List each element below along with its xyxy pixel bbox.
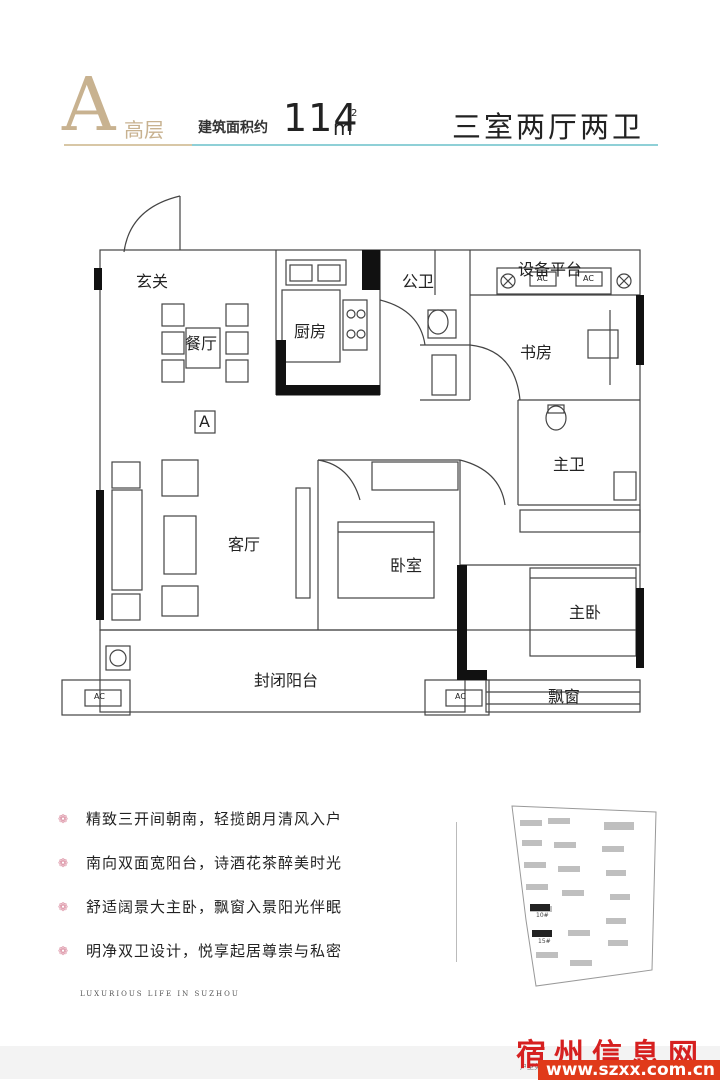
- header-rule-teal: [192, 144, 658, 146]
- feature-4: 明净双卫设计，悦享起居尊崇与私密: [86, 942, 343, 960]
- watermark-url: www.szxx.com.cn: [538, 1060, 720, 1080]
- ac-label-right: AC: [455, 692, 466, 701]
- divider: [456, 822, 457, 962]
- site-plan: [511, 805, 657, 987]
- site-label-15: 15#: [538, 938, 551, 945]
- feature-1: 精致三开间朝南，轻揽朗月清风入户: [86, 810, 343, 828]
- outer-wall: [99, 249, 641, 631]
- tagline: LUXURIOUS LIFE IN SUZHOU: [80, 990, 240, 998]
- bullet-icon: ❁: [58, 856, 69, 870]
- room-study: 书房: [520, 343, 553, 362]
- ac-box-left: [61, 679, 131, 716]
- room-living: 客厅: [228, 535, 261, 554]
- header-rule-gold: [64, 144, 192, 146]
- room-kitchen: 厨房: [294, 322, 327, 341]
- entrance-door-arc: [123, 195, 181, 253]
- room-bedroom: 卧室: [390, 556, 423, 575]
- room-equipment-platform: 设备平台: [518, 260, 583, 279]
- bay-window-outline: [485, 679, 641, 713]
- area-label: 建筑面积约: [198, 120, 268, 136]
- room-master-bedroom: 主卧: [569, 603, 602, 622]
- bullet-icon: ❁: [58, 944, 69, 958]
- room-bay-window: 飘窗: [548, 687, 581, 706]
- ac-label-platform-2: AC: [583, 274, 594, 283]
- room-balcony: 封闭阳台: [254, 671, 319, 690]
- layout-name: 三室两厅两卫: [452, 110, 645, 144]
- ac-label-left: AC: [94, 692, 105, 701]
- bullet-icon: ❁: [58, 900, 69, 914]
- feature-2: 南向双面宽阳台，诗酒花茶醉美时光: [86, 854, 343, 872]
- room-public-bath: 公卫: [402, 272, 435, 291]
- unit-marker: A: [199, 412, 210, 431]
- tier-label: 高层: [124, 118, 164, 142]
- feature-3: 舒适阔景大主卧，飘窗入景阳光伴眠: [86, 898, 343, 916]
- room-dining: 餐厅: [185, 334, 218, 353]
- ac-label-platform-1: AC: [537, 274, 548, 283]
- unit-letter: A: [62, 62, 116, 148]
- site-label-10: 10#: [536, 912, 549, 919]
- area-unit: m: [333, 116, 353, 140]
- bullet-icon: ❁: [58, 812, 69, 826]
- area-unit-superscript: 2: [351, 108, 358, 119]
- room-entrance: 玄关: [136, 272, 169, 291]
- area-value: 114: [283, 96, 359, 140]
- room-master-bath: 主卫: [553, 455, 586, 474]
- floor-plan: [61, 195, 644, 716]
